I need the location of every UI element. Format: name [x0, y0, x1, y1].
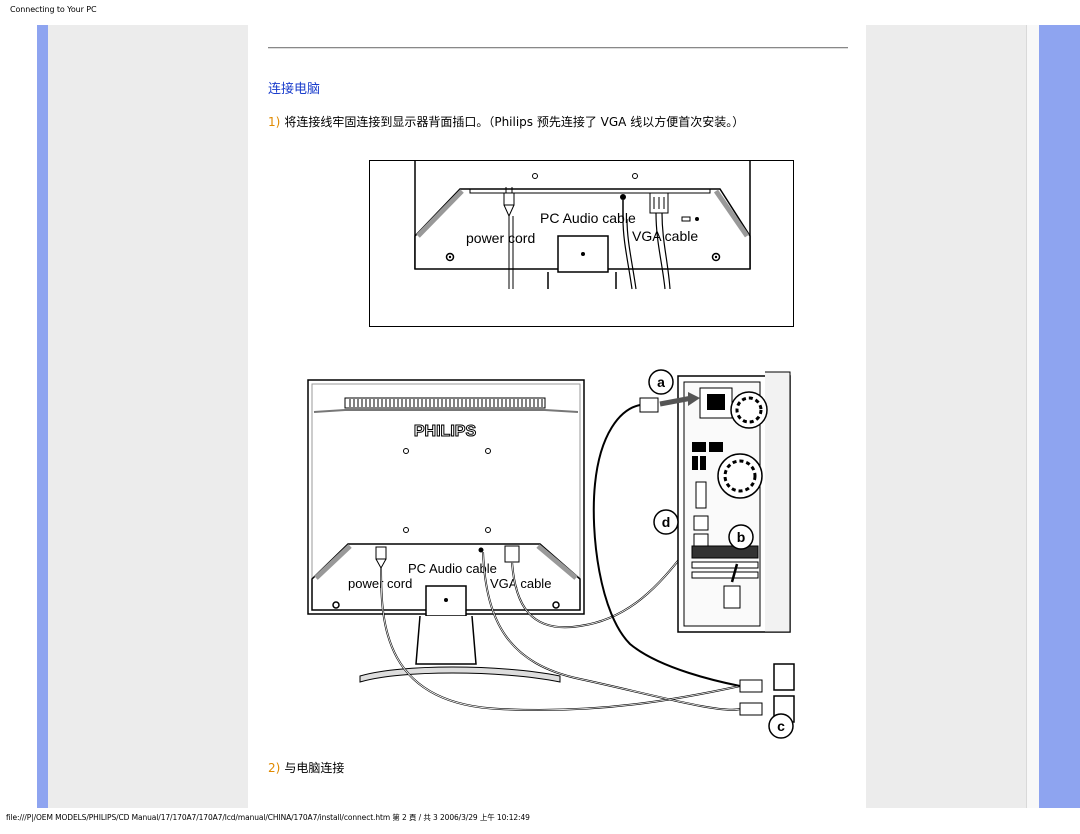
callout-a: a [657, 374, 665, 390]
label-power-cord-2: power cord [348, 576, 412, 591]
label-vga-cable-2: VGA cable [490, 576, 551, 591]
label-power-cord: power cord [466, 230, 535, 246]
section-title: 连接电脑 [268, 82, 321, 97]
callout-b: b [737, 529, 746, 545]
callout-c: c [777, 718, 785, 734]
left-margin-panel [48, 25, 248, 808]
left-accent-bar [37, 25, 48, 808]
right-divider-stripe [1026, 25, 1039, 808]
right-accent-bar [1039, 25, 1080, 808]
label-vga-cable: VGA cable [632, 228, 698, 244]
monitor-rear-panel-figure: PC Audio cable power cord VGA cable [369, 160, 794, 327]
connection-diagram-drawing: PHILIPS PC Audio cable power cord VGA ca… [307, 369, 795, 739]
step-1-text: 将连接线牢固连接到显示器背面插口。（Philips 预先连接了 VGA 线以方便… [284, 115, 745, 129]
page-header-title: Connecting to Your PC [10, 5, 97, 14]
step-2-number: 2) [268, 761, 281, 775]
philips-brand-logo: PHILIPS [414, 423, 477, 440]
page-footer-path: file:///P|/OEM MODELS/PHILIPS/CD Manual/… [6, 813, 530, 822]
step-2: 2)与电脑连接 [268, 759, 344, 776]
callout-d: d [662, 514, 671, 530]
right-margin-panel [866, 25, 1026, 808]
monitor-to-pc-connection-figure: PHILIPS PC Audio cable power cord VGA ca… [300, 364, 800, 744]
monitor-rear-panel-drawing: PC Audio cable power cord VGA cable [414, 161, 751, 290]
step-2-text: 与电脑连接 [284, 761, 345, 775]
step-1-number: 1) [268, 115, 281, 129]
horizontal-rule [268, 47, 848, 49]
label-pc-audio-cable: PC Audio cable [540, 210, 636, 226]
step-1: 1)将连接线牢固连接到显示器背面插口。（Philips 预先连接了 VGA 线以… [268, 113, 744, 130]
label-pc-audio-cable-2: PC Audio cable [408, 561, 497, 576]
